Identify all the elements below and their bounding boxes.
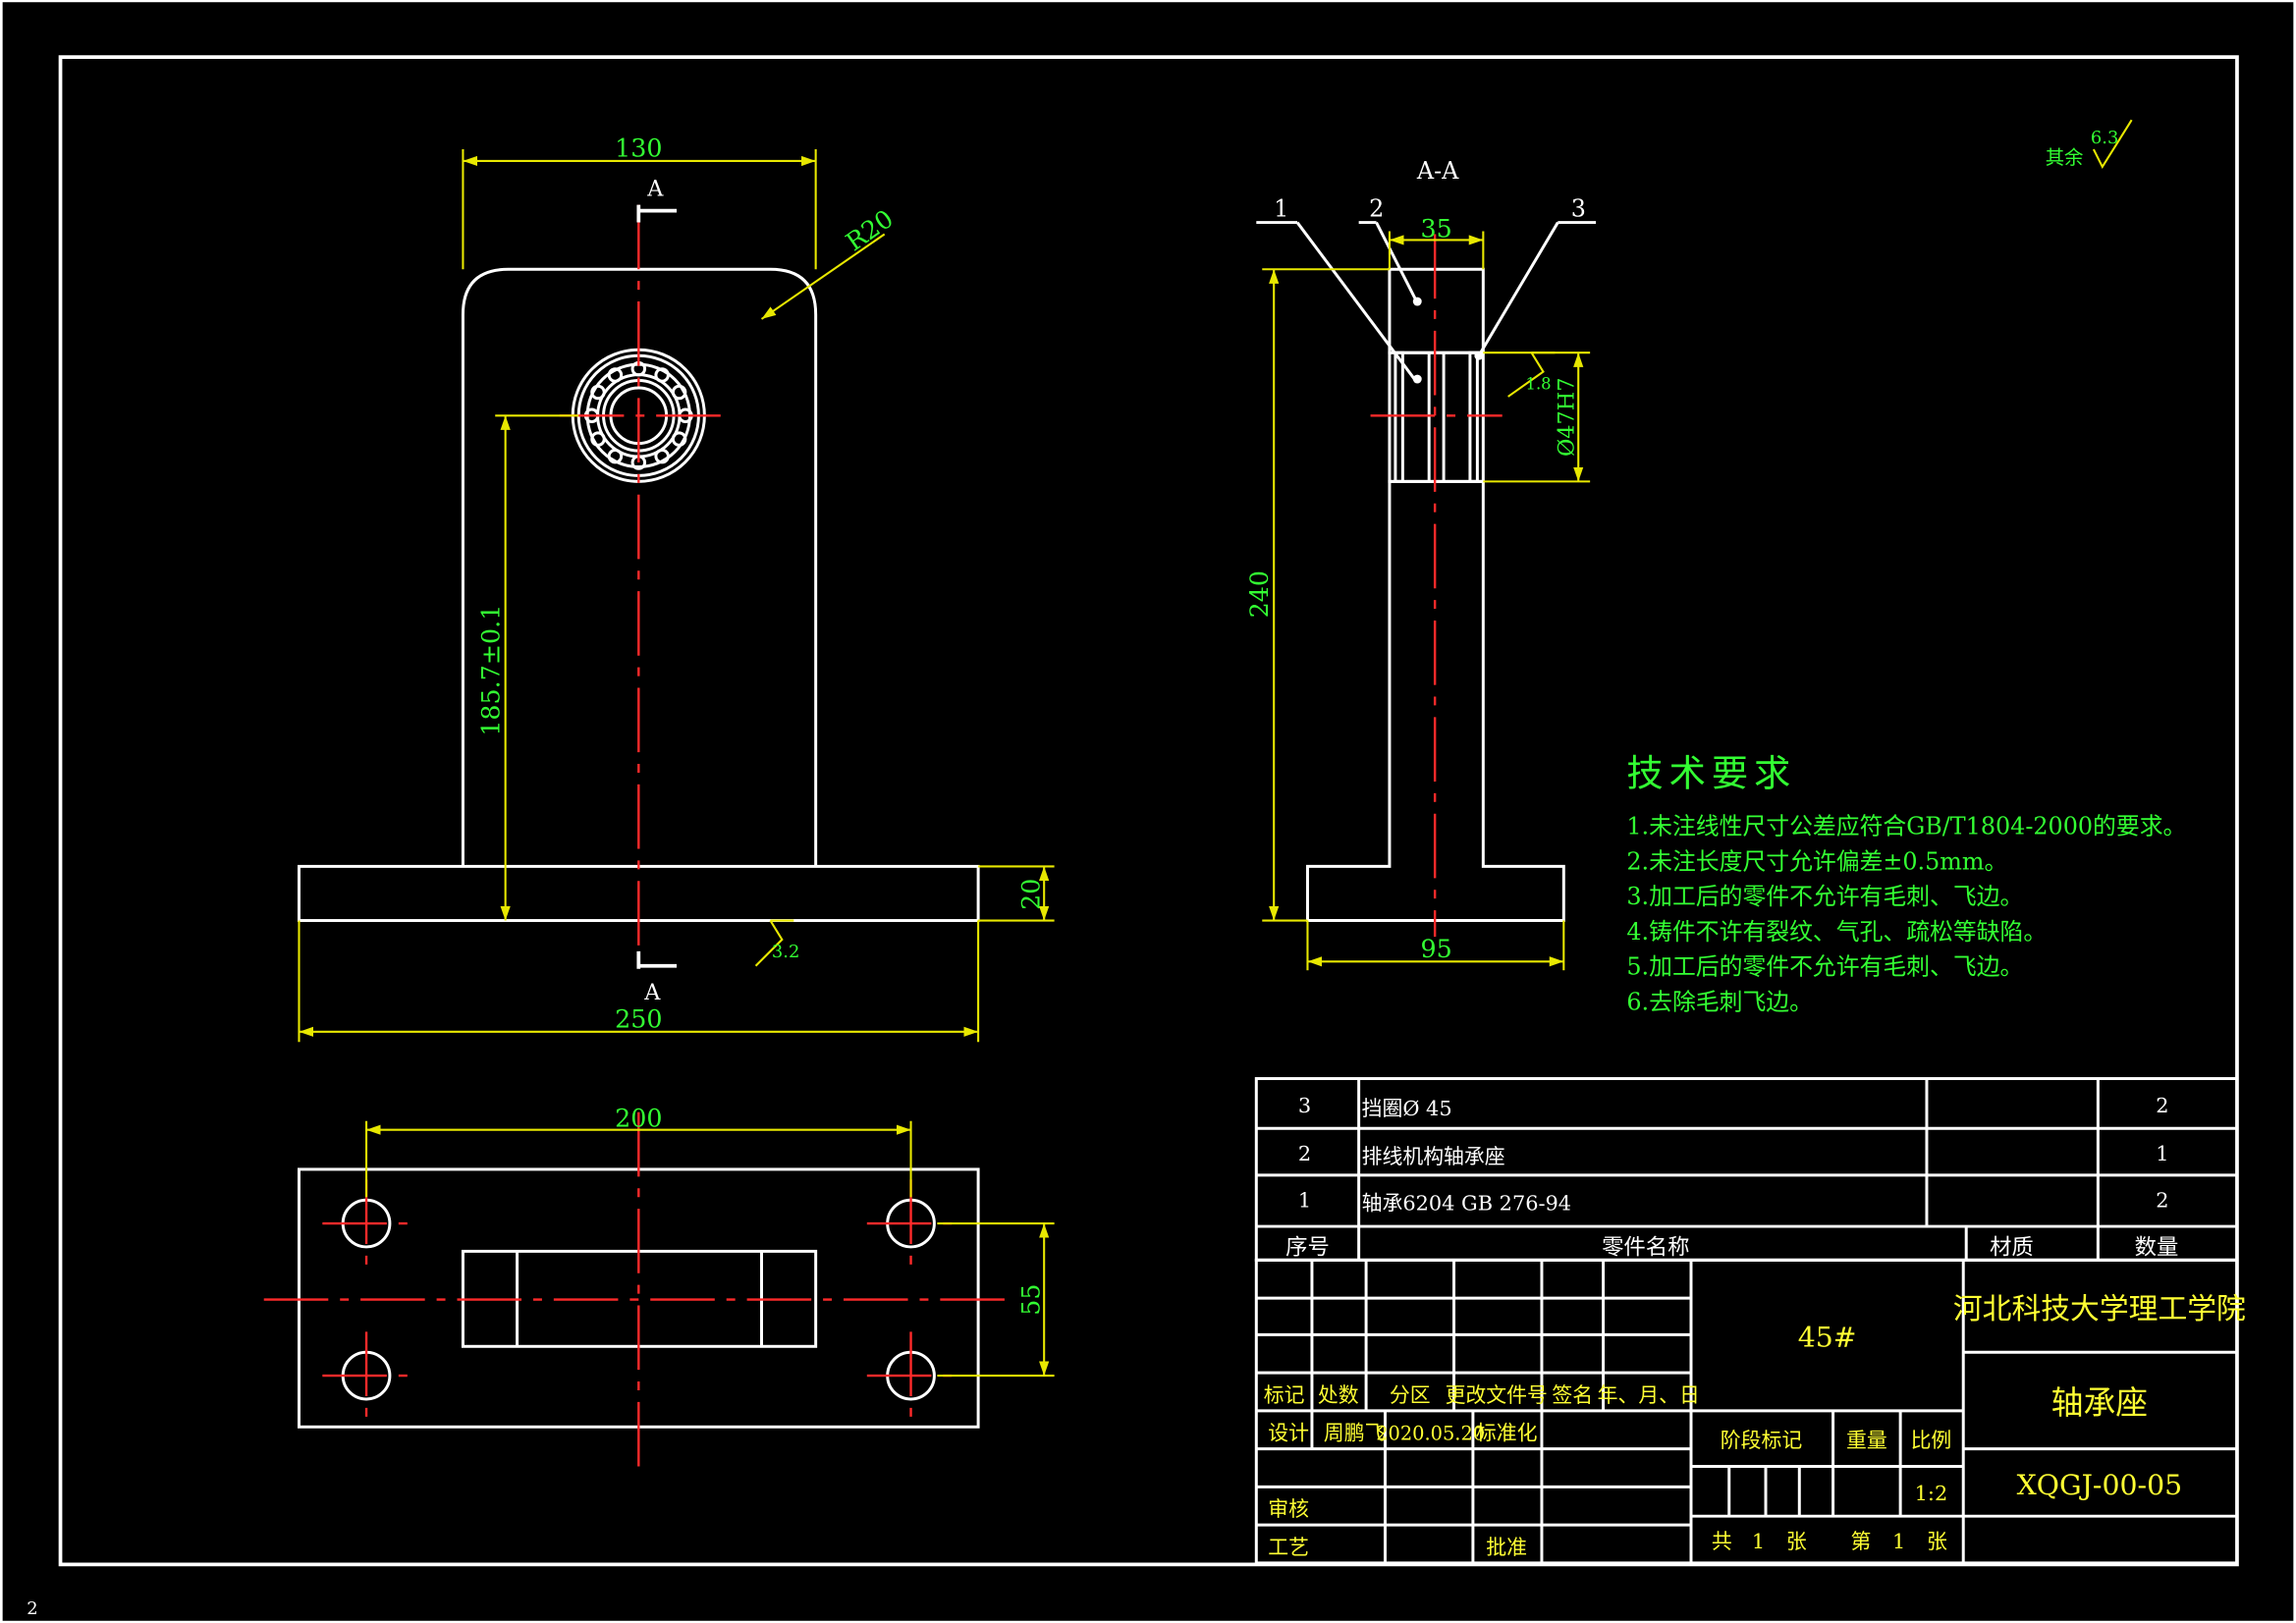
parts-row-name: 挡圈Ø 45 — [1362, 1097, 1452, 1120]
mounting-hole — [866, 1331, 956, 1420]
weight-label: 重量 — [1846, 1429, 1887, 1452]
rev-header: 签名 — [1552, 1383, 1593, 1407]
dim-plan-hole-spacing-x: 200 — [615, 1104, 662, 1133]
parts-header-name: 零件名称 — [1602, 1234, 1689, 1260]
material-value: 45# — [1798, 1321, 1857, 1353]
parts-row-name: 排线机构轴承座 — [1362, 1145, 1505, 1168]
parts-row-qty: 1 — [2156, 1142, 2168, 1165]
dim-front-base-width: 250 — [615, 1003, 662, 1033]
roughness-others-value: 6.3 — [2091, 128, 2118, 148]
design-date: 2020.05.20 — [1376, 1423, 1485, 1445]
scale-label: 比例 — [1911, 1429, 1952, 1452]
bearing-ball — [607, 367, 624, 383]
tech-req-item: 3.加工后的零件不允许有毛刺、飞边。 — [1626, 883, 2023, 910]
dim-front-radius: R20 — [841, 203, 899, 256]
tech-req-item: 1.未注线性尺寸公差应符合GB/T1804-2000的要求。 — [1626, 813, 2186, 840]
bearing-ball — [654, 367, 670, 383]
cut-label-top: A — [646, 177, 664, 202]
tech-requirements-title: 技术要求 — [1626, 751, 1796, 794]
roughness-others: 其余 6.3 — [2046, 119, 2133, 170]
tech-requirements: 技术要求 1.未注线性尺寸公差应符合GB/T1804-2000的要求。 2.未注… — [1626, 751, 2186, 1015]
parts-row-no: 3 — [1298, 1094, 1311, 1117]
stage-label: 阶段标记 — [1721, 1429, 1803, 1452]
dim-section-height: 240 — [1244, 570, 1274, 618]
parts-list: 3 挡圈Ø 45 2 2 排线机构轴承座 1 1 轴承6204 GB 276-9… — [1254, 1077, 2239, 1262]
section-balloons: 1 2 3 — [1256, 195, 1597, 380]
sheet-no: 1 — [1892, 1530, 1905, 1553]
balloon-2: 2 — [1369, 195, 1384, 223]
sheet-no-unit: 张 — [1927, 1530, 1947, 1553]
bearing-ball — [654, 448, 670, 464]
section-label: A-A — [1416, 157, 1459, 185]
parts-row-qty: 2 — [2156, 1189, 2168, 1213]
parts-row-name: 轴承6204 GB 276-94 — [1362, 1192, 1571, 1216]
dim-section-width: 35 — [1421, 213, 1452, 243]
school-name: 河北科技大学理工学院 — [1953, 1292, 2246, 1326]
tech-req-item: 6.去除毛刺飞边。 — [1626, 988, 1813, 1015]
roughness-bore: 1.8 — [1526, 374, 1552, 393]
bearing-ball — [590, 431, 606, 447]
sheet-no-label: 第 — [1850, 1530, 1871, 1553]
bearing-ball — [590, 384, 606, 401]
corner-mark: 2 — [27, 1598, 37, 1619]
balloon-1: 1 — [1274, 195, 1288, 223]
rev-header: 更改文件号 — [1446, 1383, 1548, 1407]
review-label: 审核 — [1268, 1497, 1309, 1521]
dim-plan-hole-spacing-y: 55 — [1016, 1283, 1046, 1315]
bearing-ball — [607, 448, 624, 464]
designer-name: 周鹏飞 — [1324, 1422, 1386, 1445]
design-label: 设计 — [1268, 1422, 1309, 1445]
rev-header: 年、月、日 — [1598, 1383, 1700, 1407]
dim-front-width-top: 130 — [615, 133, 662, 162]
sheets-total: 1 — [1752, 1530, 1765, 1553]
sheets-total-unit: 张 — [1786, 1530, 1807, 1553]
parts-row-no: 1 — [1298, 1189, 1311, 1213]
mounting-hole — [322, 1331, 410, 1420]
section-view: A-A — [1305, 157, 1565, 937]
tech-req-item: 4.铸件不许有裂纹、气孔、疏松等缺陷。 — [1626, 918, 2047, 946]
parts-header-qty: 数量 — [2135, 1234, 2179, 1260]
parts-header-no: 序号 — [1285, 1234, 1330, 1260]
plan-dimensions: 200 55 — [365, 1104, 1055, 1378]
part-name: 轴承座 — [2051, 1384, 2148, 1422]
parts-row-qty: 2 — [2156, 1094, 2168, 1117]
bearing-ball — [671, 431, 687, 447]
process-label: 工艺 — [1268, 1536, 1309, 1559]
roughness-others-label: 其余 — [2046, 146, 2084, 169]
rev-header: 标记 — [1264, 1383, 1305, 1407]
roughness-base: 3.2 — [772, 942, 799, 962]
approve-label: 批准 — [1486, 1536, 1527, 1559]
sheets-total-label: 共 — [1712, 1530, 1732, 1553]
bearing-ball — [671, 384, 687, 401]
standard-label: 标准化 — [1476, 1422, 1538, 1445]
section-dimensions: 35 Ø47H7 1.8 240 95 — [1244, 213, 1591, 971]
rev-header: 处数 — [1318, 1383, 1359, 1407]
balloon-3: 3 — [1571, 195, 1586, 223]
plan-view — [263, 1111, 1011, 1471]
dim-section-bore: Ø47H7 — [1555, 378, 1580, 457]
scale-value: 1:2 — [1915, 1482, 1948, 1505]
parts-header-material: 材质 — [1990, 1234, 2034, 1260]
drawing-number: XQGJ-00-05 — [2017, 1469, 2183, 1501]
tech-req-item: 5.加工后的零件不允许有毛刺、飞边。 — [1626, 953, 2023, 981]
rev-header: 分区 — [1390, 1383, 1431, 1407]
dim-front-height: 185.7±0.1 — [476, 605, 506, 736]
title-block: 标记 处数 分区 更改文件号 签名 年、月、日 设计 周鹏飞 2020.05.2… — [1254, 1258, 2246, 1565]
tech-req-item: 2.未注长度尺寸允许偏差±0.5mm。 — [1626, 847, 2007, 875]
dim-section-base-width: 95 — [1421, 934, 1452, 963]
dim-front-base-thick: 20 — [1016, 879, 1046, 910]
cut-label-bottom: A — [643, 980, 661, 1005]
parts-row-no: 2 — [1298, 1142, 1311, 1165]
front-view: A A — [298, 177, 980, 1005]
front-dimensions: 130 R20 185.7±0.1 20 250 3.2 — [298, 133, 1055, 1043]
